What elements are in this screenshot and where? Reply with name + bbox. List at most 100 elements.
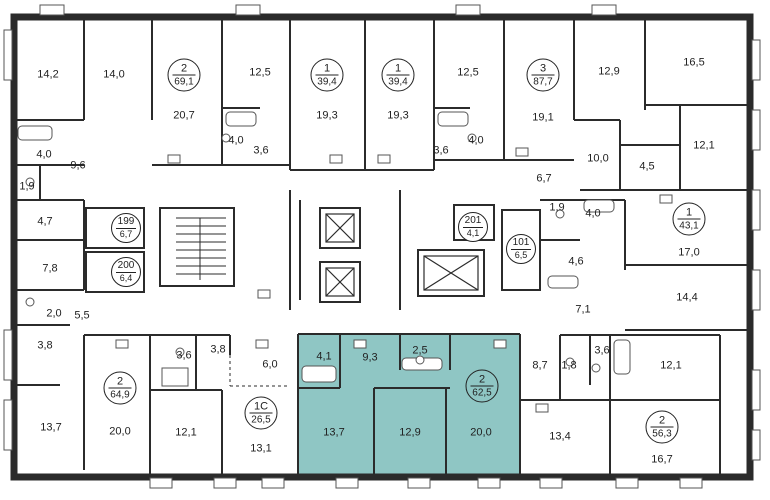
room-area-label: 13,1 [250, 442, 272, 455]
room-area-label: 6,0 [262, 358, 278, 371]
room-count: 1 [323, 62, 331, 75]
divider [108, 387, 132, 389]
unit-number: 200 [117, 260, 135, 271]
room-area-label: 13,4 [549, 430, 571, 443]
room-area-label: 4,5 [639, 160, 655, 173]
room-area-label: 3,8 [210, 343, 226, 356]
room-area-label: 20,0 [109, 425, 131, 438]
divider [470, 385, 494, 387]
divider [677, 218, 701, 220]
apartment-area: 56,3 [652, 428, 672, 440]
divider [531, 74, 555, 76]
room-area-label: 16,7 [651, 453, 673, 466]
room-area-label: 12,1 [660, 359, 682, 372]
apartment-area: 39,4 [388, 76, 408, 88]
apartment-area: 64,9 [110, 389, 130, 401]
room-count: 1С [253, 400, 269, 413]
windows [3, 4, 761, 489]
apartment-area: 43,1 [679, 220, 699, 232]
room-area-label: 3,8 [37, 339, 53, 352]
room-area-label: 5,5 [74, 309, 90, 322]
room-area-label: 12,5 [457, 66, 479, 79]
room-area-label: 2,5 [412, 344, 428, 357]
room-area-label: 8,7 [532, 359, 548, 372]
room-count: 2 [116, 375, 124, 388]
room-area-label: 19,3 [387, 109, 409, 122]
room-area-label: 2,0 [46, 307, 62, 320]
room-area-label: 12,9 [598, 65, 620, 78]
apartment-area: 87,7 [533, 76, 553, 88]
room-area-label: 1,9 [19, 180, 35, 193]
room-area-label: 7,8 [42, 262, 58, 275]
unit-area: 6,5 [514, 250, 528, 260]
room-area-label: 4,0 [36, 148, 52, 161]
unit-area: 6,7 [119, 229, 133, 239]
sanitary-fixtures [17, 111, 673, 413]
room-area-label: 1,8 [561, 359, 577, 372]
room-count: 1 [394, 62, 402, 75]
room-count: 2 [478, 373, 486, 386]
room-area-label: 3,6 [594, 344, 610, 357]
unit-number: 199 [117, 216, 135, 227]
outer-walls [10, 13, 754, 481]
room-area-label: 1,9 [549, 201, 565, 214]
dashed-partitions [229, 355, 290, 387]
unit-number: 101 [512, 237, 530, 248]
room-area-label: 4,0 [228, 134, 244, 147]
room-count: 1 [685, 206, 693, 219]
divider [650, 426, 674, 428]
stair-treads [176, 217, 226, 280]
room-area-label: 13,7 [323, 426, 345, 439]
divider [463, 227, 483, 228]
room-area-label: 19,1 [532, 111, 554, 124]
room-area-label: 12,1 [175, 426, 197, 439]
room-area-label: 3,6 [253, 144, 269, 157]
unit-number: 201 [464, 215, 482, 226]
divider [249, 412, 273, 414]
room-count: 2 [180, 62, 188, 75]
divider [386, 74, 410, 76]
room-area-label: 4,1 [316, 350, 332, 363]
apartment-area: 62,5 [472, 387, 492, 399]
room-area-label: 9,6 [70, 159, 86, 172]
room-area-label: 12,9 [399, 426, 421, 439]
apartment-area: 26,5 [251, 414, 271, 426]
room-area-label: 6,7 [536, 172, 552, 185]
elevator-shafts [325, 213, 479, 297]
room-area-label: 14,2 [37, 68, 59, 81]
interior-walls [14, 17, 750, 474]
divider [172, 74, 196, 76]
room-area-label: 12,1 [693, 139, 715, 152]
room-area-label: 9,3 [362, 351, 378, 364]
divider [116, 272, 136, 273]
divider [315, 74, 339, 76]
room-area-label: 20,7 [173, 109, 195, 122]
room-area-label: 4,0 [468, 134, 484, 147]
highlighted-apartment-fill [298, 334, 520, 474]
room-area-label: 7,1 [575, 303, 591, 316]
room-area-label: 10,0 [587, 152, 609, 165]
room-area-label: 4,0 [585, 207, 601, 220]
room-count: 2 [658, 414, 666, 427]
room-area-label: 14,0 [103, 68, 125, 81]
room-area-label: 20,0 [470, 426, 492, 439]
room-area-label: 19,3 [316, 109, 338, 122]
room-count: 3 [539, 62, 547, 75]
room-area-label: 17,0 [678, 246, 700, 259]
room-area-label: 3,6 [176, 349, 192, 362]
room-area-label: 4,7 [37, 215, 53, 228]
